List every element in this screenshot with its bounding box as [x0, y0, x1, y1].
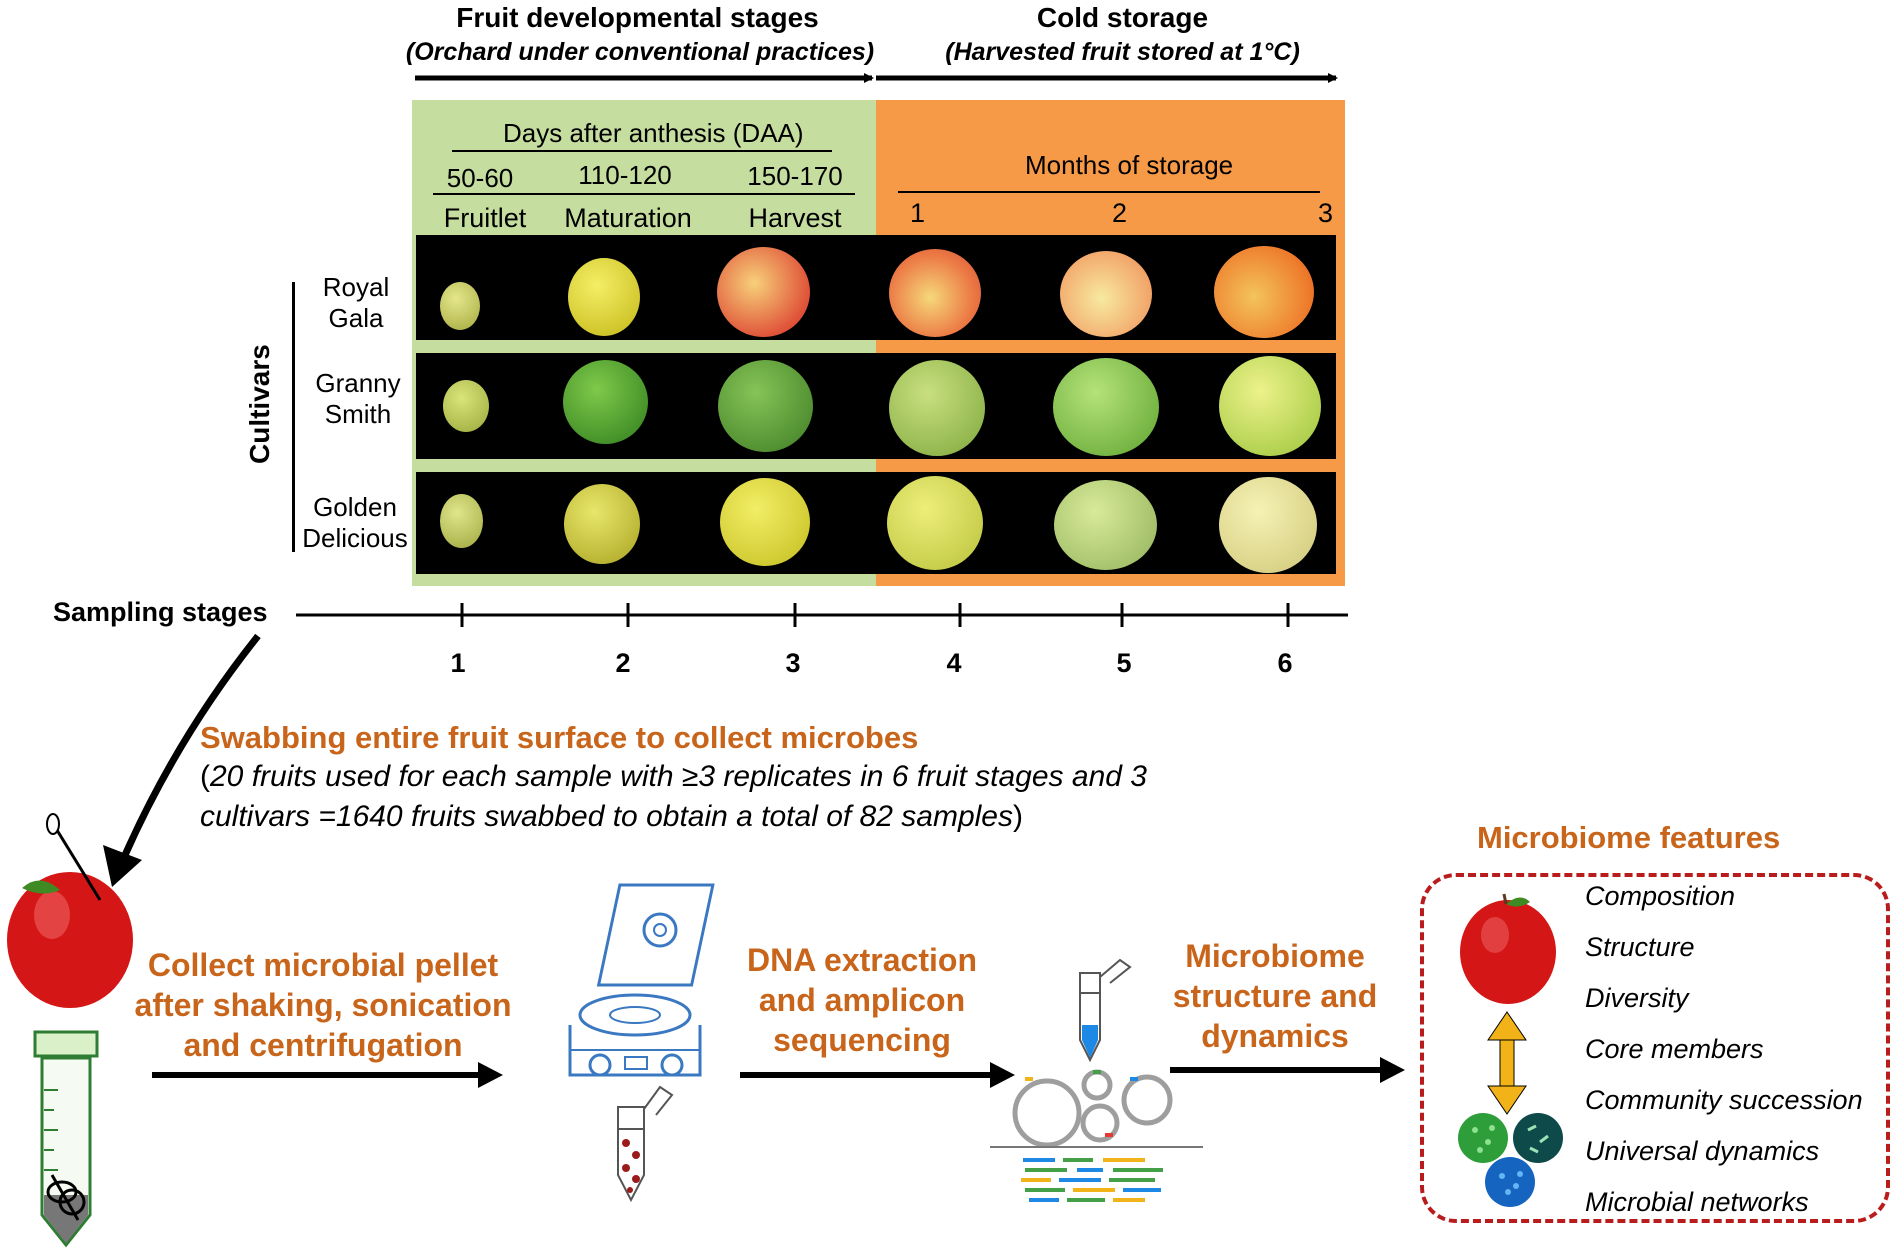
- months-label: Months of storage: [1025, 150, 1234, 180]
- stage-number-6: 6: [1277, 648, 1293, 678]
- microbe-teal-icon: [1513, 1113, 1563, 1163]
- apple-golden-delicious-stage-4: [887, 476, 983, 570]
- features-illustration: [1458, 893, 1563, 1207]
- stage-name-maturation: Maturation: [564, 203, 692, 233]
- feature-microbial-networks: Microbial networks: [1585, 1187, 1809, 1217]
- cold-storage-subtitle: (Harvested fruit stored at 1°C): [945, 38, 1300, 66]
- apple-granny-smith-stage-5: [1053, 358, 1159, 456]
- stage-name-harvest: Harvest: [748, 203, 842, 233]
- cold-storage-title: Cold storage: [1036, 2, 1209, 33]
- sequence-reads: [1021, 1158, 1163, 1202]
- apple-royal-gala-stage-6: [1214, 246, 1314, 338]
- double-arrow-icon: [1487, 1011, 1527, 1115]
- daa-range-2: 110-120: [578, 160, 672, 190]
- stage-name-fruitlet: Fruitlet: [443, 203, 527, 233]
- month-2: 2: [1112, 198, 1128, 228]
- apple-royal-gala-stage-1: [440, 282, 480, 330]
- step-microbiome-structure-text: Microbiome structure and dynamics: [1172, 938, 1378, 1054]
- apple-granny-smith-stage-2: [563, 360, 648, 444]
- stage-number-3: 3: [785, 648, 801, 678]
- daa-label: Days after anthesis (DAA): [503, 118, 804, 148]
- sampling-stages-label: Sampling stages: [53, 597, 268, 627]
- apple-granny-smith-stage-1: [443, 380, 489, 432]
- apple-royal-gala-stage-2: [568, 258, 640, 336]
- daa-range-1: 50-60: [446, 163, 514, 193]
- stage-number-4: 4: [946, 648, 962, 678]
- daa-range-underline: [433, 193, 855, 195]
- feature-community-succession: Community succession: [1585, 1085, 1863, 1115]
- swabbing-detail-line-2: cultivars =1640 fruits swabbed to obtain…: [200, 800, 1023, 833]
- stage-number-1: 1: [450, 648, 466, 678]
- feature-structure: Structure: [1585, 932, 1695, 962]
- apple-royal-gala-stage-5: [1060, 251, 1152, 337]
- feature-composition: Composition: [1585, 881, 1736, 911]
- apple-with-swab-illustration: [7, 813, 133, 1248]
- dev-stages-subtitle: (Orchard under conventional practices): [405, 38, 875, 66]
- swabbing-title: Swabbing entire fruit surface to collect…: [200, 720, 919, 755]
- month-1: 1: [910, 198, 926, 228]
- apple-golden-delicious-stage-6: [1219, 477, 1317, 573]
- microbe-green-icon: [1458, 1113, 1508, 1163]
- months-underline: [898, 191, 1320, 193]
- centrifuge-icon: [568, 883, 715, 1203]
- dev-stages-title: Fruit developmental stages: [456, 2, 819, 33]
- header-timeline-arrows: [415, 73, 1338, 83]
- features-box: [1420, 873, 1890, 1223]
- pellet-tube: [617, 1106, 645, 1130]
- apple-granny-smith-stage-4: [889, 360, 985, 456]
- apple-granny-smith-stage-3: [718, 360, 813, 452]
- step-collect-pellet-text: Collect microbial pellet after shaking, …: [134, 947, 512, 1063]
- apple-golden-delicious-stage-3: [720, 478, 810, 566]
- flow-arrows: [152, 1057, 1405, 1088]
- apple-royal-gala-stage-3: [717, 247, 810, 337]
- stage-number-5: 5: [1116, 648, 1132, 678]
- stage-number-2: 2: [615, 648, 631, 678]
- apple-royal-gala-stage-4: [889, 249, 981, 337]
- microbe-blue-icon: [1485, 1157, 1535, 1207]
- sampling-stages-axis: [296, 603, 1348, 627]
- tube-cap: [33, 1030, 99, 1058]
- apple-golden-delicious-stage-2: [564, 484, 640, 564]
- feature-diversity: Diversity: [1585, 983, 1689, 1013]
- daa-range-3: 150-170: [747, 161, 843, 191]
- step-dna-extraction-text: DNA extraction and amplicon sequencing: [747, 942, 977, 1058]
- feature-universal-dynamics: Universal dynamics: [1585, 1136, 1820, 1166]
- swabbing-detail-line-1: (20 fruits used for each sample with ≥3 …: [200, 760, 1147, 793]
- cultivars-axis-line: [292, 282, 295, 552]
- apple-golden-delicious-stage-5: [1054, 480, 1157, 570]
- features-title: Microbiome features: [1477, 820, 1781, 855]
- daa-underline: [452, 150, 832, 152]
- month-3: 3: [1318, 198, 1334, 228]
- apple-granny-smith-stage-6: [1219, 356, 1321, 456]
- feature-core-members: Core members: [1585, 1034, 1764, 1064]
- apple-golden-delicious-stage-1: [440, 494, 483, 548]
- sequencing-icon: [990, 958, 1203, 1202]
